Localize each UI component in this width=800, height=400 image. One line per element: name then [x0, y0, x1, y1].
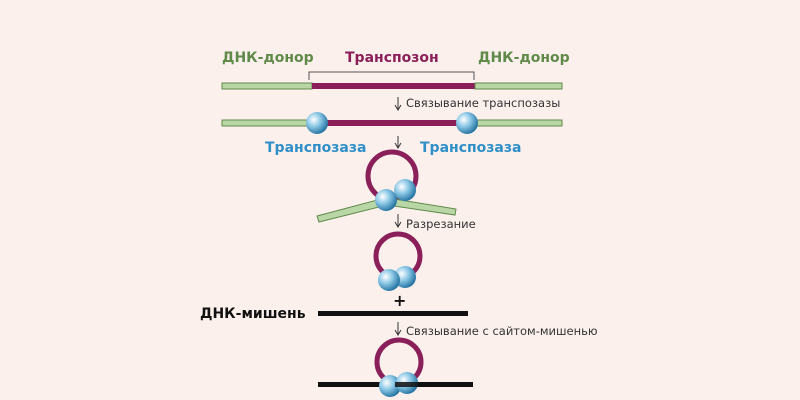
arrow-down-icon — [394, 136, 402, 149]
donor-dna-row2 — [221, 119, 563, 127]
transposase-sphere — [306, 112, 328, 134]
label-transposase-left: Транспозаза — [265, 140, 366, 156]
label-target-dna: ДНК-мишень — [200, 306, 306, 322]
label-transposon: Транспозон — [345, 50, 439, 66]
donor-dna-row1 — [221, 82, 563, 90]
arrow-down-icon — [394, 322, 402, 336]
label-donor-right: ДНК-донор — [478, 50, 570, 66]
transposon-bracket — [308, 71, 475, 80]
arrow-down-icon — [394, 97, 402, 111]
step-target-binding: Связывание с сайтом-мишенью — [406, 324, 598, 338]
target-complex — [318, 337, 473, 397]
label-transposase-right: Транспозаза — [420, 140, 521, 156]
step-binding-transposase: Связывание транспозазы — [406, 96, 560, 110]
target-dna — [318, 311, 468, 316]
label-donor-left: ДНК-донор — [222, 50, 314, 66]
transposase-sphere — [456, 112, 478, 134]
arrow-down-icon — [394, 214, 402, 228]
plus-sign: + — [393, 291, 406, 310]
step-cleavage: Разрезание — [406, 217, 476, 231]
synaptic-complex — [316, 149, 457, 223]
excised-transposon — [373, 231, 423, 291]
